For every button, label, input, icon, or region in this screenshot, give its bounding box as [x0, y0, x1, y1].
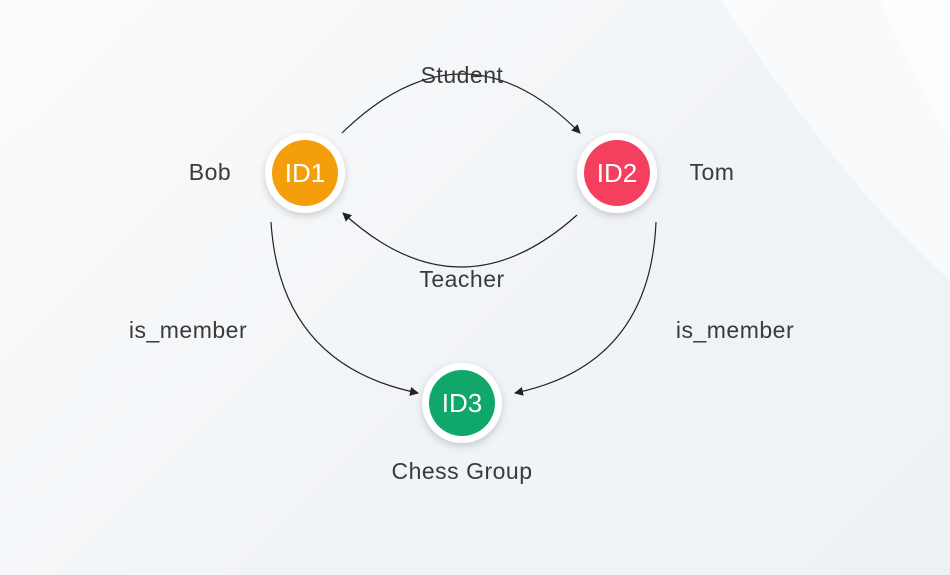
edge-label-teacher: Teacher	[419, 266, 504, 292]
edge-id2-to-id1	[342, 212, 578, 268]
entity-label-tom: Tom	[690, 159, 735, 185]
edge-id2-to-id3	[514, 221, 657, 396]
entity-label-bob: Bob	[189, 159, 231, 185]
node-id2[interactable]: ID2	[577, 133, 657, 213]
entity-label-chess-group: Chess Group	[391, 458, 532, 484]
node-id1-label: ID1	[285, 158, 325, 188]
node-id2-label: ID2	[597, 158, 637, 188]
node-id1[interactable]: ID1	[265, 133, 345, 213]
node-id3-fill	[429, 370, 495, 436]
edge-label-is-member-left: is_member	[129, 317, 247, 343]
edge-id1-to-id3	[270, 221, 419, 396]
edge-label-student: Student	[421, 62, 504, 88]
node-id3-label: ID3	[442, 388, 482, 418]
node-id3[interactable]: ID3	[422, 363, 502, 443]
edge-label-is-member-right: is_member	[676, 317, 794, 343]
node-id2-fill	[584, 140, 650, 206]
edge-id1-to-id2	[341, 73, 581, 134]
node-id1-fill	[272, 140, 338, 206]
